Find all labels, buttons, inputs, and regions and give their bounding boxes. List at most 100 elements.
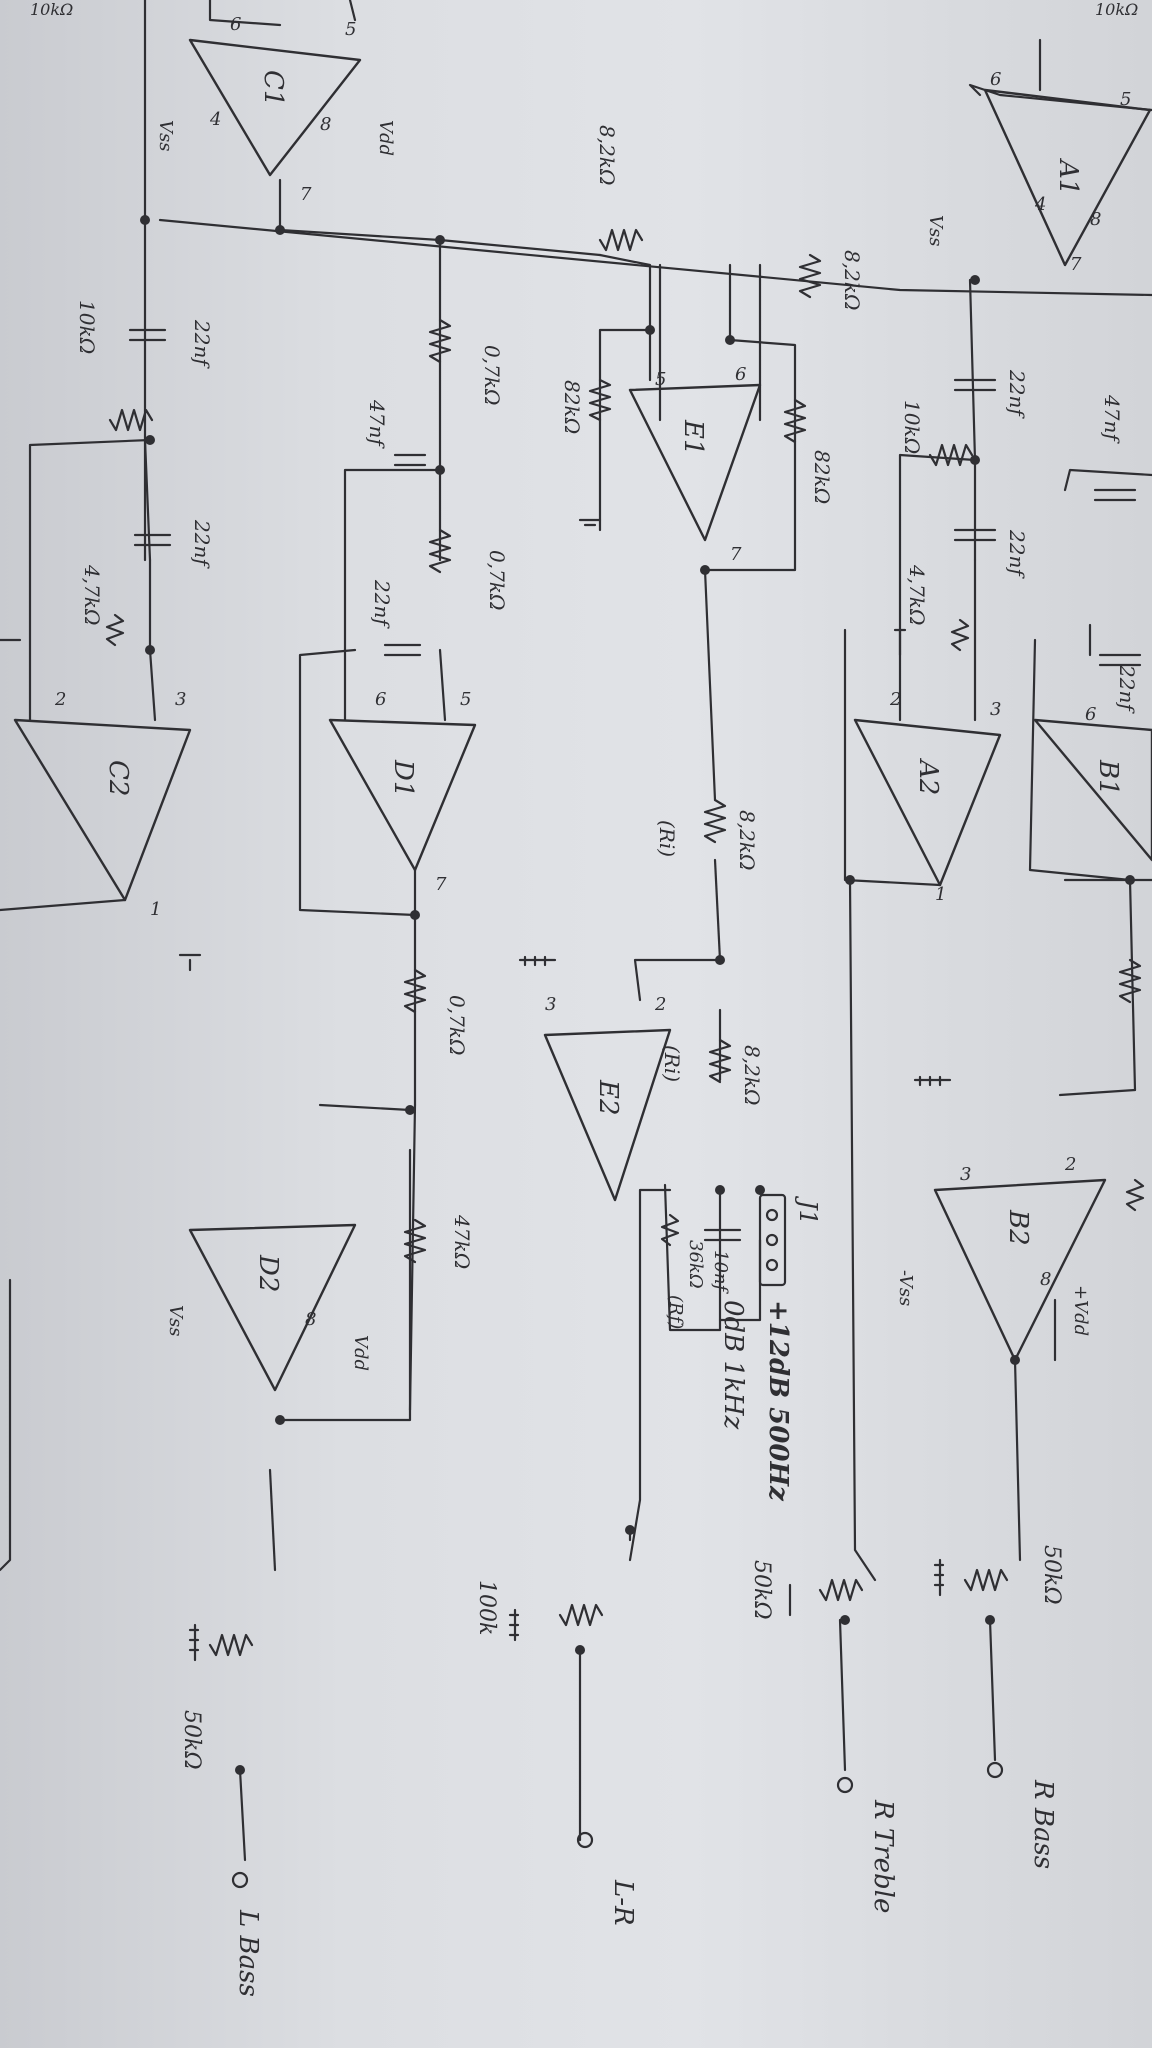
label-r-a2-gnd: 4,7kΩ [905,564,929,626]
terminal-l-bass [231,1871,249,1889]
svg-text:1: 1 [935,884,946,905]
label-rf-tag: (Rf) [665,1295,686,1329]
label-r-e1-gnd: 82kΩ [560,380,584,434]
svg-text:7: 7 [435,874,447,895]
svg-text:E2: E2 [593,1079,623,1116]
label-c-rf: 10nf [710,1250,731,1294]
junction-dots [140,215,1135,1775]
opamp-d1: D1 6 5 7 [328,689,477,895]
label-rf-in-tag: (Ri) [660,1045,684,1082]
label-pot-rbass: 50kΩ [1039,1545,1064,1605]
svg-text:+Vdd: +Vdd [1070,1285,1091,1336]
svg-text:A2: A2 [913,758,943,795]
capacitors [128,328,1142,1242]
output-label-l-minus-r: L-R [608,1879,638,1926]
svg-text:8: 8 [1040,1269,1051,1290]
terminal-r-treble [836,1776,854,1794]
cap-b1-1 [1093,488,1137,502]
pot-lr [558,1603,604,1627]
resistor-a1-in [798,253,822,299]
output-label-r-bass: R Bass [1028,1779,1058,1869]
svg-text:6: 6 [1085,704,1096,725]
label-c-d1-2: 22nf [370,579,394,629]
label-top-left: 10kΩ [30,0,73,19]
cap-a2-1 [953,378,997,392]
cap-c-1 [128,328,167,342]
resistor-d2-1 [403,968,427,1014]
svg-text:2: 2 [654,994,666,1015]
resistor-e2-in [708,1038,732,1084]
svg-text:8: 8 [1090,209,1101,230]
svg-text:3: 3 [990,699,1001,720]
label-ri-tag: (Ri) [655,820,679,857]
svg-text:7: 7 [730,544,742,565]
cap-a2-2 [953,528,997,542]
label-r-d1-2: 0,7kΩ [485,550,509,611]
svg-text:Vdd: Vdd [375,120,396,156]
pot-rtreble [818,1578,864,1602]
label-r-d2-1: 0,7kΩ [445,995,469,1056]
label-r-d2-2: 47kΩ [450,1214,474,1269]
svg-text:5: 5 [655,369,666,390]
label-c-b1-2: 22nf [1115,664,1139,714]
resistor-a2-mid [928,443,974,467]
cap-rf [703,1228,742,1242]
label-pot-lbass: 50kΩ [179,1710,204,1770]
label-r-rf: 36kΩ [685,1240,706,1289]
label-r-rf-in: 8,2kΩ [740,1045,764,1106]
label-top-right: 10kΩ [1095,0,1138,19]
opamp-b2: B2 2 3 8 +Vdd -Vss [895,1154,1107,1362]
opamp-e2: E2 3 2 [543,994,672,1202]
label-r-a2-mid: 10kΩ [900,400,924,454]
resistor-c-gnd [105,613,125,647]
ground-symbols [178,518,1092,1662]
label-c-c-2: 22nf [190,519,214,569]
svg-text:8: 8 [320,114,331,135]
resistor-ri [703,798,727,844]
jumper-note-off: 0dB 1kHz [718,1300,748,1430]
label-r-c-top: 10kΩ [75,300,99,354]
resistor-d1-2 [428,528,452,574]
svg-text:Vdd: Vdd [350,1335,371,1371]
opamp-e1: E1 5 6 7 [628,364,762,565]
resistor-e1-gnd [588,378,612,422]
svg-text:5: 5 [1120,89,1131,110]
svg-text:7: 7 [300,184,312,205]
resistor-b-right2 [1125,1178,1145,1212]
cap-d1-2 [383,643,422,657]
output-terminals: L Bass L-R R Treble R Bass [231,1761,1058,1997]
label-r-d1-1: 0,7kΩ [480,345,504,406]
svg-text:5: 5 [345,19,356,40]
resistor-b-right [1118,958,1142,1004]
output-label-r-treble: R Treble [868,1799,898,1913]
svg-text:E1: E1 [678,419,708,456]
svg-text:C2: C2 [103,760,133,796]
resistor-e1-fb [783,398,807,444]
svg-text:8: 8 [305,1309,316,1330]
opamp-b1: B1 6 [1033,704,1152,862]
svg-text:6: 6 [990,69,1001,90]
svg-text:A1: A1 [1053,158,1083,195]
opamp-c1: C1 6 5 7 4 8 Vss Vdd [155,14,396,205]
terminal-l-r [576,1831,594,1849]
opamp-c2: C2 2 3 1 [13,689,192,920]
svg-text:6: 6 [230,14,241,35]
svg-text:C1: C1 [258,70,288,106]
svg-text:3: 3 [545,994,556,1015]
label-c-c-1: 22nf [190,319,214,369]
svg-text:B1: B1 [1093,759,1123,796]
jumper-name: J1 [794,1195,822,1225]
label-r-e1-fb: 82kΩ [810,450,834,504]
svg-text:Vss: Vss [165,1305,186,1336]
resistor-e1-in [598,228,644,252]
opamp-a2: A2 2 3 1 [853,689,1001,905]
opamp-a1: A1 6 5 7 8 4 Vss [925,69,1152,275]
svg-text:Vss: Vss [155,120,176,151]
cap-c-2 [133,533,172,547]
jumper-annotation: J1 +12dB 500Hz 0dB 1kHz [718,1195,822,1502]
label-pot-rtreble: 50kΩ [749,1560,774,1620]
svg-text:-Vss: -Vss [895,1270,916,1306]
svg-text:D2: D2 [253,1254,283,1292]
